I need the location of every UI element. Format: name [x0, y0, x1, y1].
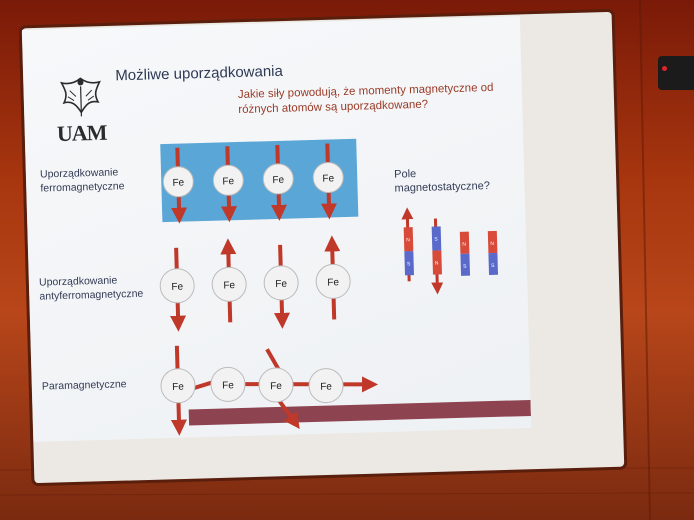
fe-label: Fe	[222, 380, 234, 391]
magnetic-diagram: Fe Fe Fe Fe Fe Fe Fe Fe Fe Fe Fe Fe	[159, 143, 499, 436]
projector-led	[662, 66, 667, 71]
fe-label: Fe	[272, 175, 284, 186]
ferro-row	[162, 143, 344, 224]
magnet-pole-label: N	[462, 242, 466, 248]
fe-label: Fe	[322, 173, 334, 184]
fe-label: Fe	[320, 381, 332, 392]
fe-label: Fe	[270, 381, 282, 392]
magnet-pole-label: S	[407, 261, 411, 267]
magnet-pole-label: S	[434, 236, 438, 242]
para-row	[160, 345, 379, 436]
magnet-pole-label: S	[463, 264, 467, 270]
presentation-slide: UAM Możliwe uporządkowania Jakie siły po…	[22, 16, 532, 442]
antiferro-row	[159, 235, 351, 332]
magnet-pole-label: N	[490, 241, 494, 247]
eagle-logo-icon	[59, 77, 101, 117]
bar-magnets	[401, 207, 499, 295]
fe-label: Fe	[171, 282, 183, 293]
fe-label: Fe	[275, 279, 287, 290]
fe-label: Fe	[172, 178, 184, 189]
magnet-pole-label: S	[491, 263, 495, 269]
magnet-pole-label: N	[406, 237, 410, 243]
projector-device	[658, 56, 694, 90]
fe-label: Fe	[222, 176, 234, 187]
fe-label: Fe	[172, 382, 184, 393]
fe-label: Fe	[327, 277, 339, 288]
fe-label: Fe	[223, 280, 235, 291]
magnet-pole-label: N	[435, 260, 439, 266]
